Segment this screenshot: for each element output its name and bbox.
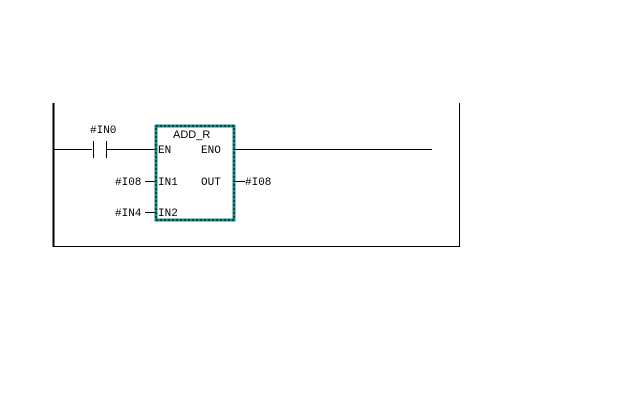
contact-operand-label: #IN0	[90, 125, 116, 137]
block-title: ADD_R	[173, 129, 210, 141]
pin-in2: IN2	[158, 208, 178, 220]
in2-operand-label[interactable]: #IN4	[115, 208, 142, 220]
pin-in1: IN1	[158, 177, 178, 189]
contact-no[interactable]: #IN0	[90, 125, 116, 158]
pin-out: OUT	[201, 177, 221, 189]
add-r-block[interactable]: ADD_R EN ENO IN1 OUT IN2	[154, 124, 236, 222]
block-outline	[155, 125, 235, 221]
out-operand-label[interactable]: #I08	[245, 177, 271, 189]
block-selection-frame	[154, 124, 236, 222]
pin-eno: ENO	[201, 145, 221, 157]
pin-en: EN	[158, 145, 171, 157]
in1-operand-label[interactable]: #I08	[115, 177, 141, 189]
